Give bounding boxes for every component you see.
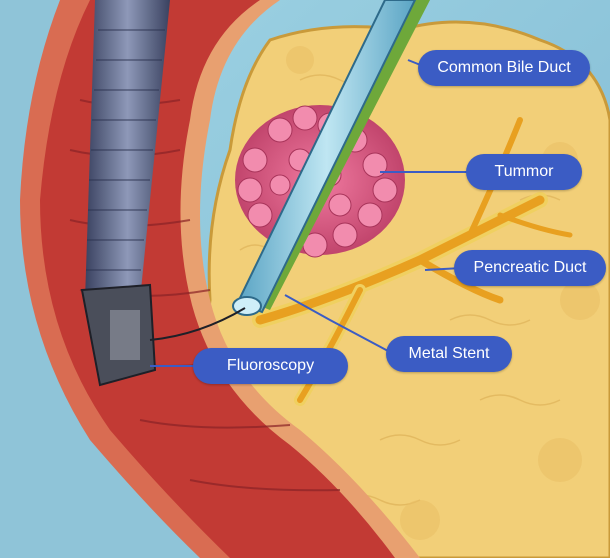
common-bile-duct — [232, 0, 430, 316]
label-metal-stent: Metal Stent — [386, 336, 512, 372]
label-tumor: Tummor — [466, 154, 582, 190]
endoscope-icon — [80, 0, 246, 387]
label-pancreatic-duct: Pencreatic Duct — [454, 250, 606, 286]
label-fluoroscopy: Fluoroscopy — [193, 348, 348, 384]
label-common-bile-duct: Common Bile Duct — [418, 50, 590, 86]
